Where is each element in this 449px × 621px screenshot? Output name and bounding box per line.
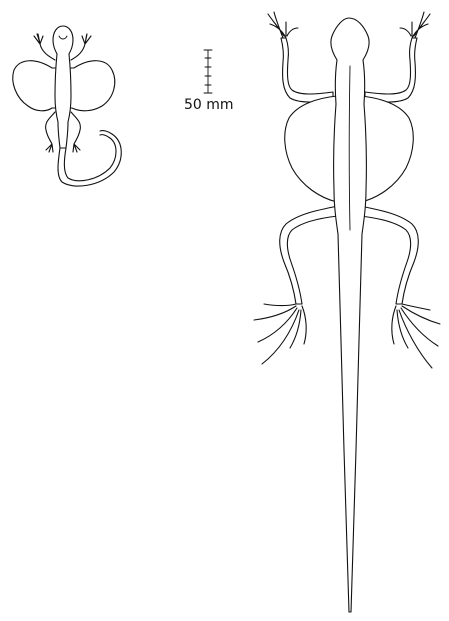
large-lizard-hind-right-foot	[392, 304, 440, 368]
large-lizard-front-right-hand	[400, 12, 430, 38]
large-lizard-front-left-hand	[268, 12, 298, 38]
small-lizard-right-arm	[71, 34, 91, 60]
scale-bar-label: 50 mm	[184, 98, 234, 112]
large-lizard-hind-left-foot	[254, 304, 306, 364]
small-lizard-left-arm	[34, 34, 55, 60]
small-lizard-right-leg	[71, 112, 80, 152]
large-lizard-front-left-arm	[281, 38, 333, 102]
large-lizard-body	[331, 18, 369, 612]
small-lizard-left-leg	[46, 112, 55, 152]
large-lizard-hind-right-leg	[360, 206, 418, 304]
small-lizard-tail-inner	[64, 135, 116, 181]
small-lizard	[13, 26, 122, 186]
large-lizard-hind-left-leg	[280, 206, 338, 304]
scale-bar	[204, 50, 212, 93]
small-lizard-body	[53, 26, 73, 148]
large-lizard	[254, 12, 440, 612]
large-lizard-front-right-arm	[365, 38, 417, 102]
